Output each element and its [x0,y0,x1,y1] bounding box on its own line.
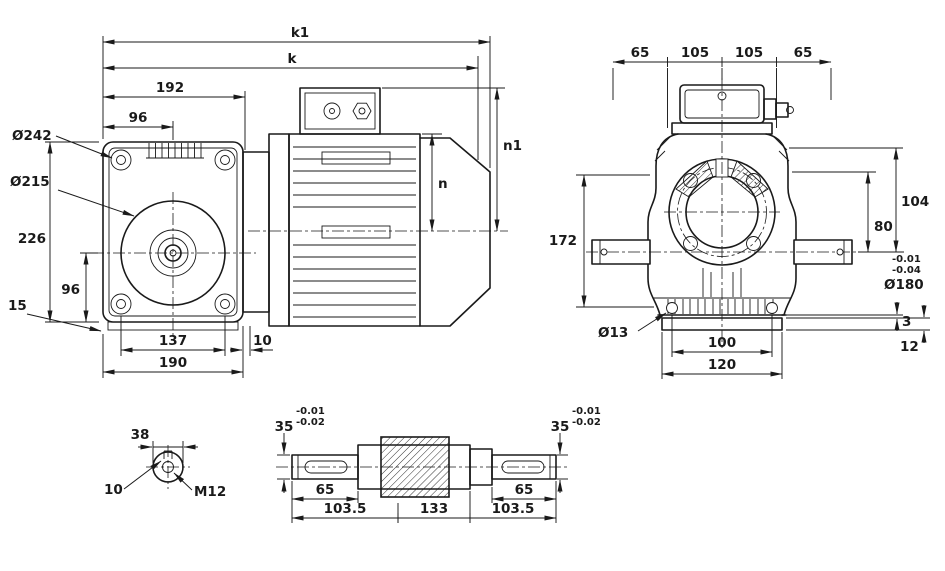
dim-35-right: 35 [551,419,570,435]
dim-96-top: 96 [129,110,148,126]
dim-96-left: 96 [61,282,80,298]
output-shaft-view: 35 -0.01 -0.02 35 -0.01 -0.02 65 65 103.… [275,406,601,523]
shaft-stub-right [491,454,557,480]
label-dia215: Ø215 [10,174,50,190]
dim-35-left-tol-lower: -0.02 [296,417,325,428]
side-view: k1 k 192 96 Ø242 Ø215 226 96 15 137 10 1… [8,25,522,378]
dim-k1: k1 [291,25,309,41]
dim-35-right-tol-upper: -0.01 [572,406,601,417]
dim-137: 137 [159,333,187,349]
terminal-box [299,87,381,135]
dim-n1: n1 [503,138,522,154]
dim-105-left: 105 [681,45,709,61]
dim-65-right: 65 [515,482,534,498]
dim-65-left: 65 [631,45,650,61]
dim-105-right: 105 [735,45,763,61]
dim-35-right-tol-lower: -0.02 [572,417,601,428]
dim-103-5-left: 103.5 [324,501,367,517]
bottom-fins [667,299,774,314]
fan-cowl [419,137,491,327]
dim-k: k [288,51,298,67]
shaft-end-view: 38 10 M12 [104,427,226,500]
motor-assembly [242,87,491,327]
keyway-right [501,460,545,474]
label-dia180: Ø180 [884,277,924,293]
dim-10: 10 [253,333,272,349]
dia180-tol-upper: -0.01 [892,254,921,265]
dim-65-left: 65 [316,482,335,498]
dim-35-left-tol-upper: -0.01 [296,406,325,417]
front-view: 65 105 105 65 172 104 80 -0.01 -0.04 Ø18… [549,45,930,379]
hex-plug [352,102,372,120]
dim-192: 192 [156,80,184,96]
side-view-dimensions: k1 k 192 96 Ø242 Ø215 226 96 15 137 10 1… [8,25,522,378]
dim-65-right: 65 [794,45,813,61]
motor-fins [293,146,416,318]
front-view-dimensions: 65 105 105 65 172 104 80 -0.01 -0.04 Ø18… [549,45,930,379]
foot-hole-right [766,302,778,314]
dim-104: 104 [901,194,929,210]
dim-n: n [438,176,448,192]
dim-133: 133 [420,501,448,517]
foot-hole-left [666,302,678,314]
dim-15: 15 [8,298,27,314]
dim-12: 12 [900,339,919,355]
dim-3: 3 [902,314,911,330]
label-m12: M12 [194,484,226,500]
dim-35-left: 35 [275,419,294,435]
dim-100: 100 [708,335,736,351]
dia180-tol-lower: -0.04 [892,265,921,276]
label-dia242: Ø242 [12,128,52,144]
dim-38: 38 [131,427,150,443]
dim-172: 172 [549,233,577,249]
dim-190: 190 [159,355,187,371]
dim-80: 80 [874,219,893,235]
dim-226: 226 [18,231,46,247]
dim-103-5-right: 103.5 [492,501,535,517]
shaft-hub-band [380,436,450,498]
keyway-left [304,460,348,474]
label-dia13: Ø13 [598,325,628,341]
dim-120: 120 [708,357,736,373]
dim-10-keyway: 10 [104,482,123,498]
output-shaft-stub-left [591,239,651,265]
